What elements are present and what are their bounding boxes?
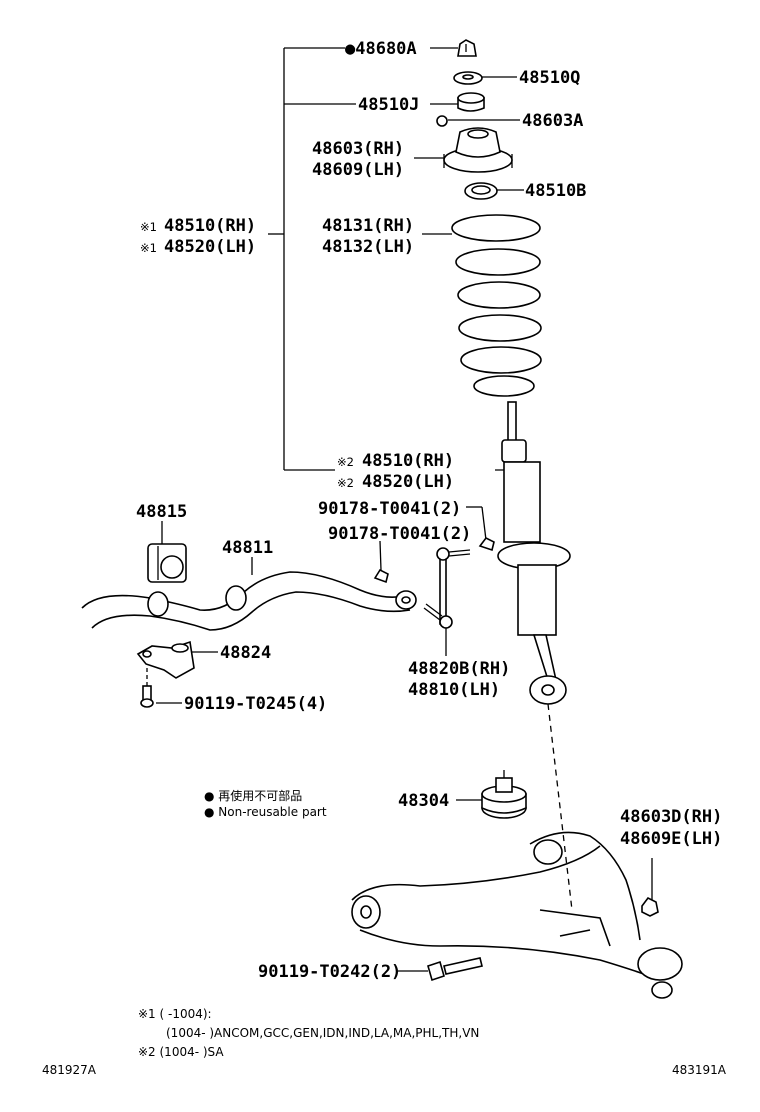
label-48815: 48815: [136, 502, 187, 522]
bushing-48815: [147, 543, 187, 583]
label-48131RH: 48131(RH): [322, 216, 414, 236]
label-48520LH-2: 48520(LH): [362, 472, 454, 492]
label-48510RH-1: 48510(RH): [164, 216, 256, 236]
legend-en: ● Non-reusable part: [204, 805, 327, 819]
label-48824: 48824: [220, 643, 271, 663]
bolt-90119-T0242: [427, 957, 483, 982]
nut-48603A: [436, 115, 448, 127]
label-90119-T0245: 90119-T0245(4): [184, 694, 327, 714]
label-48520LH-1: 48520(LH): [164, 237, 256, 257]
nut-90178-b: [373, 568, 389, 584]
label-48609LH: 48609(LH): [312, 160, 404, 180]
stabilizer-link: [423, 547, 471, 629]
nut-48603D: [641, 896, 659, 917]
assembly-bracket: [268, 47, 356, 471]
label-48820BRH: 48820B(RH): [408, 659, 510, 679]
lower-arm: [351, 831, 683, 999]
label-48304: 48304: [398, 791, 449, 811]
stabilizer-bar: [81, 571, 417, 631]
label-48132LH: 48132(LH): [322, 237, 414, 257]
nut-90178-a: [478, 536, 495, 552]
bracket-48824: [136, 640, 195, 679]
note-1b: (1004- )ANCOM,GCC,GEN,IDN,IND,LA,MA,PHL,…: [166, 1026, 479, 1040]
label-48810LH: 48810(LH): [408, 680, 500, 700]
support-48603: [443, 127, 513, 173]
code-right: 483191A: [672, 1063, 727, 1077]
bolt-90119-T0245: [140, 668, 154, 708]
code-left: 481927A: [42, 1063, 97, 1077]
label-90178-a: 90178-T0041(2): [318, 499, 461, 519]
label-48510Q: 48510Q: [519, 68, 580, 88]
cushion-48510J: [457, 92, 485, 112]
label-48811: 48811: [222, 538, 273, 558]
mark-1-a: ※1: [140, 220, 157, 234]
mark-1-b: ※1: [140, 241, 157, 255]
label-48603RH: 48603(RH): [312, 139, 404, 159]
label-90178-b: 90178-T0041(2): [328, 524, 471, 544]
label-48510RH-2: 48510(RH): [362, 451, 454, 471]
label-90119-T0242: 90119-T0242(2): [258, 962, 401, 982]
seat-48510B: [464, 182, 498, 200]
coil-spring: [451, 214, 542, 397]
note-2: ※2 (1004- )SA: [138, 1045, 224, 1059]
label-48609ELH: 48609E(LH): [620, 829, 722, 849]
label-48603A: 48603A: [522, 111, 583, 131]
legend-cn: ● 再使用不可部品: [204, 788, 302, 803]
label-48680A: ●48680A: [345, 39, 417, 59]
shock-absorber: [497, 401, 573, 911]
mark-2-b: ※2: [337, 476, 354, 490]
nut-48680A: [457, 39, 477, 57]
label-48510J: 48510J: [358, 95, 419, 115]
label-48603DRH: 48603D(RH): [620, 807, 722, 827]
mark-2-a: ※2: [337, 455, 354, 469]
cushion-48510Q: [453, 71, 483, 85]
note-1a: ※1 ( -1004):: [138, 1007, 212, 1021]
label-48510B: 48510B: [525, 181, 586, 201]
bump-48304: [481, 770, 527, 819]
